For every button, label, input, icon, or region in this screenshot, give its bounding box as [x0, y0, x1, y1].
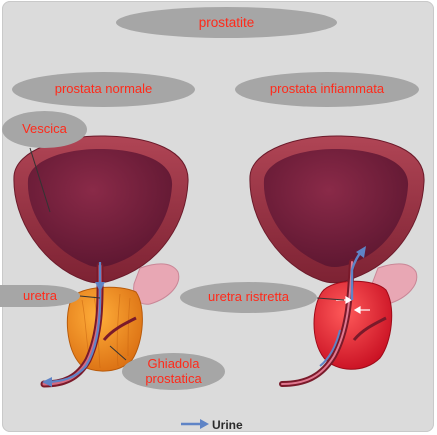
right-arrow-icon [181, 419, 209, 429]
right-bladder-cavity [263, 148, 409, 267]
inflamed-prostate-heading: prostata infiammata [235, 72, 419, 107]
gland-label-line1: Ghiadola [147, 355, 200, 371]
legend-label: Urine [212, 418, 243, 432]
title-label: prostatite [116, 7, 337, 38]
inflamed-heading-text: prostata infiammata [269, 81, 385, 97]
left-bladder-cavity [27, 148, 173, 267]
normal-prostate-gland [66, 286, 143, 372]
normal-prostate-illustration [13, 135, 189, 388]
bladder-label-text: Vescica [22, 121, 67, 137]
left-pelvic-tissue [133, 263, 180, 305]
urethra-label: uretra [0, 285, 80, 307]
urethra-label-text: uretra [23, 287, 57, 303]
normal-prostate-heading: prostata normale [12, 72, 195, 107]
left-urine-flow-arrow [43, 262, 102, 384]
gland-label-line2: prostatica [145, 370, 202, 386]
normal-heading-text: prostata normale [54, 81, 153, 97]
bladder-label: Vescica [2, 111, 87, 148]
inflamed-prostate-illustration [249, 135, 425, 387]
gland-label: Ghiadola prostatica [122, 353, 225, 390]
title-text: prostatite [198, 14, 255, 30]
legend: Urine [181, 418, 243, 432]
narrowed-urethra-label: uretra ristretta [180, 282, 317, 313]
narrowed-urethra-text: uretra ristretta [208, 289, 289, 305]
